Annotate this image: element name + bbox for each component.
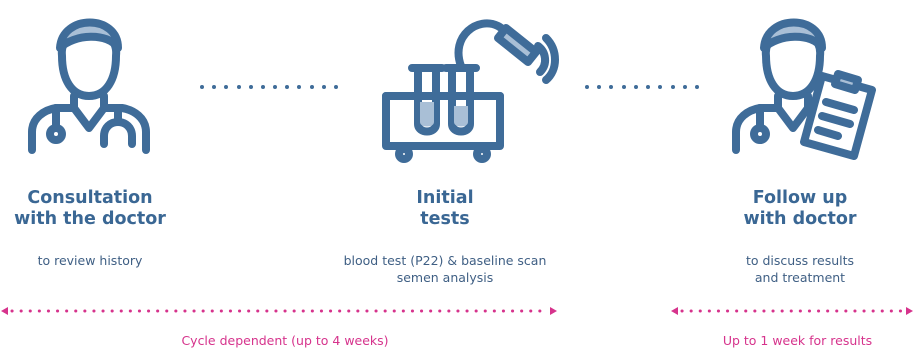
step-2-description: blood test (P22) & baseline scan semen a… [315,252,575,286]
step-2-desc-line2: semen analysis [396,270,494,285]
step-3-desc-line1: to discuss results [745,253,855,268]
step-2-title-line1: Initial [416,188,474,208]
arrowhead-left [671,307,678,315]
step-3-title-line1: Follow up [752,188,848,208]
timeline-arrow-2 [671,307,913,315]
step-3-description: to discuss results and treatment [710,252,890,286]
connector-dots-1 [200,84,338,90]
step-3-desc-line2: and treatment [754,270,846,285]
timeline-1-label: Cycle dependent (up to 4 weeks) [181,333,389,348]
arrowhead-right [906,307,913,315]
doctor-clipboard-icon [732,18,876,160]
step-1-title-line1: Consultation [27,188,153,208]
step-2-desc-line1: blood test (P22) & baseline scan [343,253,547,268]
step-1-desc-line1: to review history [37,253,143,268]
arrowhead-left [1,307,8,315]
step-1-title-line2: with the doctor [14,209,166,229]
step-1-description: to review history [0,252,180,269]
step-3-title-line2: with doctor [743,209,857,229]
doctor-icon [28,18,150,154]
timeline-2-label: Up to 1 week for results [722,333,873,348]
connector-dots-2 [585,84,699,90]
step-2-title: Initial tests [345,188,545,230]
test-tubes-icon [382,19,559,163]
timeline-arrow-1 [1,307,557,315]
step-3-title: Follow up with doctor [710,188,890,230]
arrowhead-right [550,307,557,315]
step-1-title: Consultation with the doctor [0,188,180,230]
step-2-title-line2: tests [420,209,470,229]
